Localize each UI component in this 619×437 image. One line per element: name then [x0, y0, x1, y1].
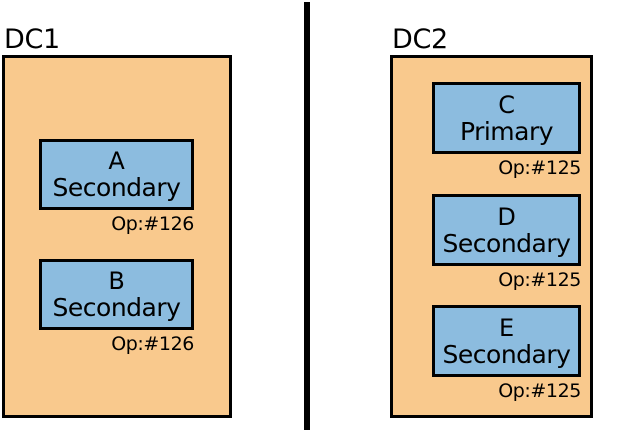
node-box-e[interactable]: E Secondary	[432, 305, 581, 377]
node-box-b[interactable]: B Secondary	[39, 259, 194, 330]
node-role-e: Secondary	[442, 339, 571, 369]
node-box-a[interactable]: A Secondary	[39, 139, 194, 210]
datacenter-container-dc2[interactable]: C Primary Op:#125 D Secondary Op:#125 E …	[390, 55, 593, 418]
node-op-label-d: Op:#125	[498, 269, 581, 291]
node-role-b: Secondary	[52, 293, 181, 322]
node-op-label-e: Op:#125	[498, 380, 581, 402]
datacenter-container-dc1[interactable]: A Secondary Op:#126 B Secondary Op:#126	[2, 55, 232, 418]
datacenter-label-dc1: DC1	[4, 24, 60, 55]
node-role-c: Primary	[459, 116, 554, 146]
dc-divider-line	[304, 2, 310, 430]
node-box-c[interactable]: C Primary	[432, 82, 581, 154]
node-name-c: C	[498, 90, 515, 119]
node-op-label-b: Op:#126	[111, 333, 194, 355]
datacenter-label-dc2: DC2	[392, 24, 448, 55]
node-box-d[interactable]: D Secondary	[432, 194, 581, 266]
node-name-d: D	[497, 202, 516, 231]
node-op-label-a: Op:#126	[111, 213, 194, 235]
node-op-label-c: Op:#125	[498, 157, 581, 179]
node-role-a: Secondary	[52, 173, 181, 202]
node-name-a: A	[108, 147, 125, 175]
node-name-b: B	[108, 267, 125, 295]
node-role-d: Secondary	[442, 228, 571, 258]
node-name-e: E	[499, 313, 514, 342]
